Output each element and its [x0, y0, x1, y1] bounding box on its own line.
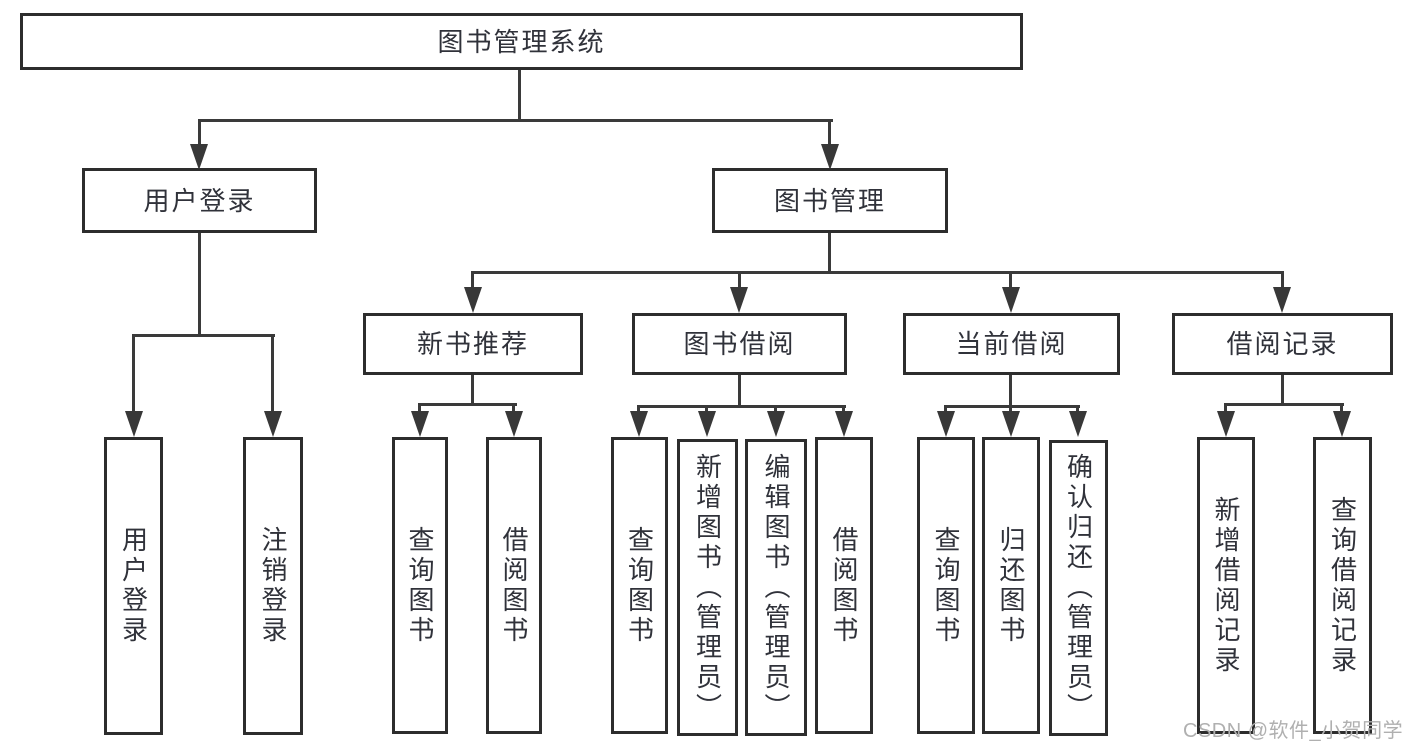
connector-vline	[132, 334, 135, 414]
connector-vline	[1281, 375, 1284, 406]
leaf-node-edit-book-admin: 编辑图书（管理员）	[745, 439, 807, 736]
leaf-node-label: 查询图书	[931, 525, 961, 646]
arrowhead-down-icon	[1002, 411, 1020, 437]
leaf-node-query-books-current: 查询图书	[917, 437, 975, 734]
connector-vline	[418, 403, 421, 415]
arrowhead-down-icon	[1069, 411, 1087, 437]
connector-vline	[271, 334, 274, 414]
connector-vline	[1281, 271, 1284, 290]
arrowhead-down-icon	[835, 411, 853, 437]
connector-vline	[828, 119, 831, 147]
leaf-node-return-books: 归还图书	[982, 437, 1040, 734]
connector-vline	[1009, 271, 1012, 290]
connector-vline	[1009, 375, 1012, 408]
category-node-book-borrowing: 图书借阅	[632, 313, 847, 375]
connector-vline	[471, 375, 474, 406]
arrowhead-down-icon	[1002, 287, 1020, 313]
leaf-node-query-books-recommend: 查询图书	[392, 437, 448, 734]
leaf-node-label: 归还图书	[996, 525, 1026, 646]
leaf-node-label: 确认归还（管理员）	[1063, 453, 1094, 723]
leaf-node-user-login: 用户登录	[104, 437, 163, 735]
connector-vline	[637, 405, 640, 415]
category-node-label: 当前借阅	[955, 329, 1068, 359]
connector-hline	[944, 405, 1080, 408]
branch-node-label: 图书管理	[773, 185, 886, 216]
leaf-node-borrow-books-recommend: 借阅图书	[486, 437, 542, 734]
leaf-node-label: 注销登录	[258, 526, 288, 646]
connector-vline	[471, 271, 474, 290]
category-node-label: 借阅记录	[1226, 329, 1339, 359]
leaf-node-add-book-admin: 新增图书（管理员）	[677, 439, 738, 736]
leaf-node-label: 查询图书	[405, 525, 435, 646]
connector-vline	[828, 233, 831, 274]
leaf-node-label: 查询借阅记录	[1327, 495, 1358, 676]
root-node: 图书管理系统	[20, 13, 1023, 70]
arrowhead-down-icon	[464, 287, 482, 313]
connector-hline	[198, 119, 833, 122]
category-node-label: 新书推荐	[416, 329, 529, 359]
category-node-label: 图书借阅	[683, 329, 796, 359]
leaf-node-label: 新增借阅记录	[1211, 495, 1241, 676]
leaf-node-label: 借阅图书	[829, 525, 859, 646]
connector-vline	[198, 233, 201, 337]
branch-node-book-management: 图书管理	[712, 168, 948, 233]
arrowhead-down-icon	[767, 411, 785, 437]
connector-hline	[1224, 403, 1344, 406]
arrowhead-down-icon	[821, 144, 839, 170]
connector-vline	[738, 271, 741, 290]
arrowhead-down-icon	[125, 411, 143, 437]
connector-vline	[518, 70, 521, 122]
leaf-node-label: 用户登录	[118, 526, 149, 646]
connector-hline	[471, 271, 1284, 274]
arrowhead-down-icon	[1273, 287, 1291, 313]
connector-vline	[512, 403, 515, 415]
connector-vline	[198, 119, 201, 147]
arrowhead-down-icon	[1333, 411, 1351, 437]
leaf-node-add-borrow-record: 新增借阅记录	[1197, 437, 1255, 734]
connector-hline	[637, 405, 846, 408]
leaf-node-confirm-return-admin: 确认归还（管理员）	[1049, 440, 1108, 736]
leaf-node-label: 借阅图书	[499, 525, 529, 646]
connector-vline	[1224, 403, 1227, 415]
branch-node-label: 用户登录	[143, 185, 256, 216]
leaf-node-query-books-borrowing: 查询图书	[611, 437, 668, 734]
leaf-node-label: 查询图书	[624, 525, 655, 646]
connector-vline	[1076, 405, 1079, 415]
connector-vline	[774, 405, 777, 415]
arrowhead-down-icon	[730, 287, 748, 313]
root-node-label: 图书管理系统	[437, 26, 606, 57]
leaf-node-label: 新增图书（管理员）	[692, 452, 723, 723]
arrowhead-down-icon	[937, 411, 955, 437]
arrowhead-down-icon	[1217, 411, 1235, 437]
arrowhead-down-icon	[190, 144, 208, 170]
leaf-node-logout: 注销登录	[243, 437, 303, 735]
connector-hline	[418, 403, 517, 406]
arrowhead-down-icon	[630, 411, 648, 437]
watermark: CSDN @软件_小贺同学	[1183, 720, 1404, 742]
connector-vline	[738, 375, 741, 408]
connector-vline	[1009, 405, 1012, 415]
branch-node-user-login: 用户登录	[82, 168, 317, 233]
category-node-borrowing-records: 借阅记录	[1172, 313, 1393, 375]
arrowhead-down-icon	[698, 411, 716, 437]
leaf-node-label: 编辑图书（管理员）	[761, 452, 791, 723]
leaf-node-borrow-books: 借阅图书	[815, 437, 873, 734]
category-node-new-book-recommendation: 新书推荐	[363, 313, 583, 375]
connector-hline	[132, 334, 275, 337]
arrowhead-down-icon	[505, 411, 523, 437]
connector-vline	[944, 405, 947, 415]
connector-vline	[1340, 403, 1343, 415]
arrowhead-down-icon	[411, 411, 429, 437]
connector-vline	[842, 405, 845, 415]
category-node-current-borrowing: 当前借阅	[903, 313, 1120, 375]
connector-vline	[705, 405, 708, 415]
leaf-node-query-borrow-record: 查询借阅记录	[1313, 437, 1372, 734]
arrowhead-down-icon	[264, 411, 282, 437]
